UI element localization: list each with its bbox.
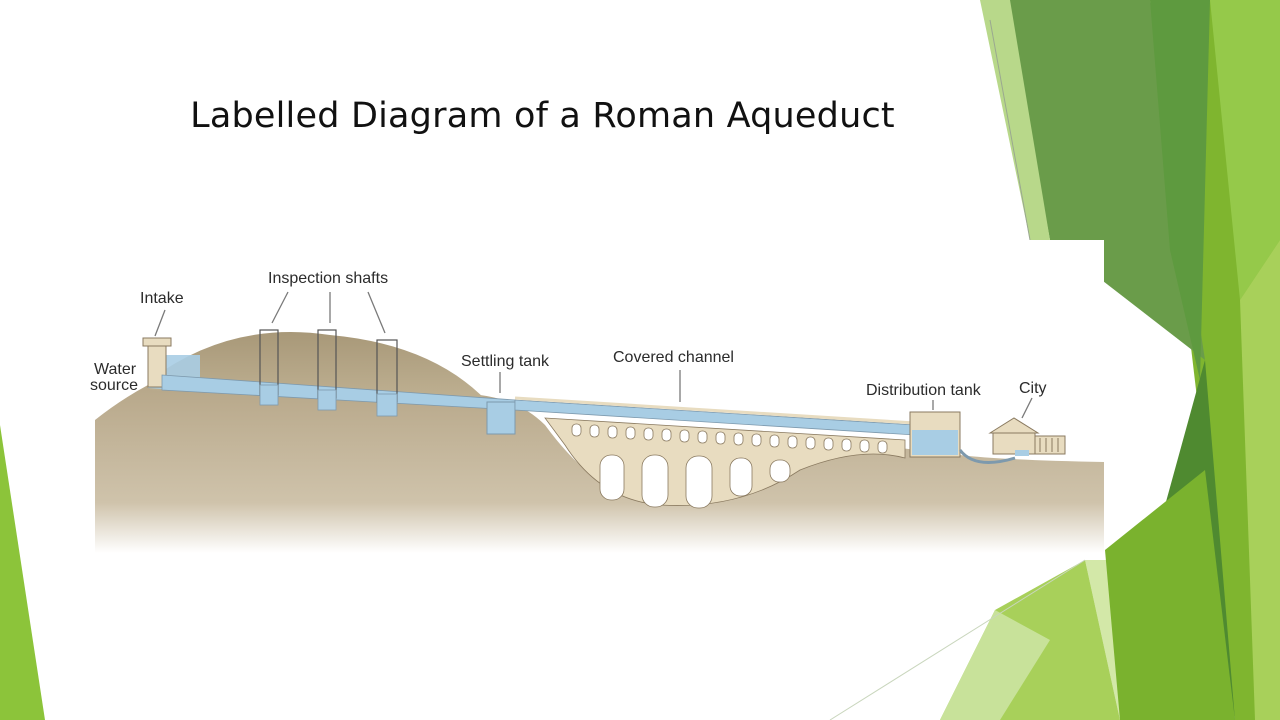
leader-lines — [154, 291, 1033, 419]
label-city: City — [1019, 380, 1047, 397]
label-inspection-shafts: Inspection shafts — [268, 270, 388, 287]
right-green-facet-11 — [940, 610, 1050, 720]
left-green-facet — [0, 425, 45, 720]
label-settling-tank: Settling tank — [461, 353, 550, 370]
label-water-source-1: Water — [94, 361, 137, 378]
upper-arches — [571, 423, 888, 454]
ground — [95, 385, 1104, 553]
channel-cover — [514, 396, 916, 425]
label-water-source-2: source — [90, 377, 138, 394]
right-green-facet-6 — [1210, 0, 1280, 300]
right-green-facet-4 — [1150, 0, 1210, 380]
slide-title: Labelled Diagram of a Roman Aqueduct — [190, 96, 895, 136]
label-distribution-tank: Distribution tank — [866, 382, 982, 399]
right-green-facet-7 — [1240, 240, 1280, 720]
decor-line-2 — [829, 559, 1086, 720]
inspection-shaft-2 — [317, 329, 337, 411]
intake-tower-cap — [142, 337, 172, 347]
inspection-shaft-1 — [259, 329, 279, 406]
settling-tank — [486, 401, 516, 435]
right-green-facet-9 — [1105, 470, 1235, 720]
lower-arches — [599, 454, 791, 509]
city-building — [988, 417, 1066, 456]
label-intake: Intake — [140, 290, 184, 307]
label-covered-channel: Covered channel — [613, 349, 734, 366]
city-pipe — [958, 449, 1016, 464]
right-green-facet-2 — [1005, 0, 1205, 360]
inspection-shaft-3 — [376, 339, 398, 417]
decor-line-1 — [989, 19, 1031, 241]
distribution-tank-water — [912, 430, 958, 455]
